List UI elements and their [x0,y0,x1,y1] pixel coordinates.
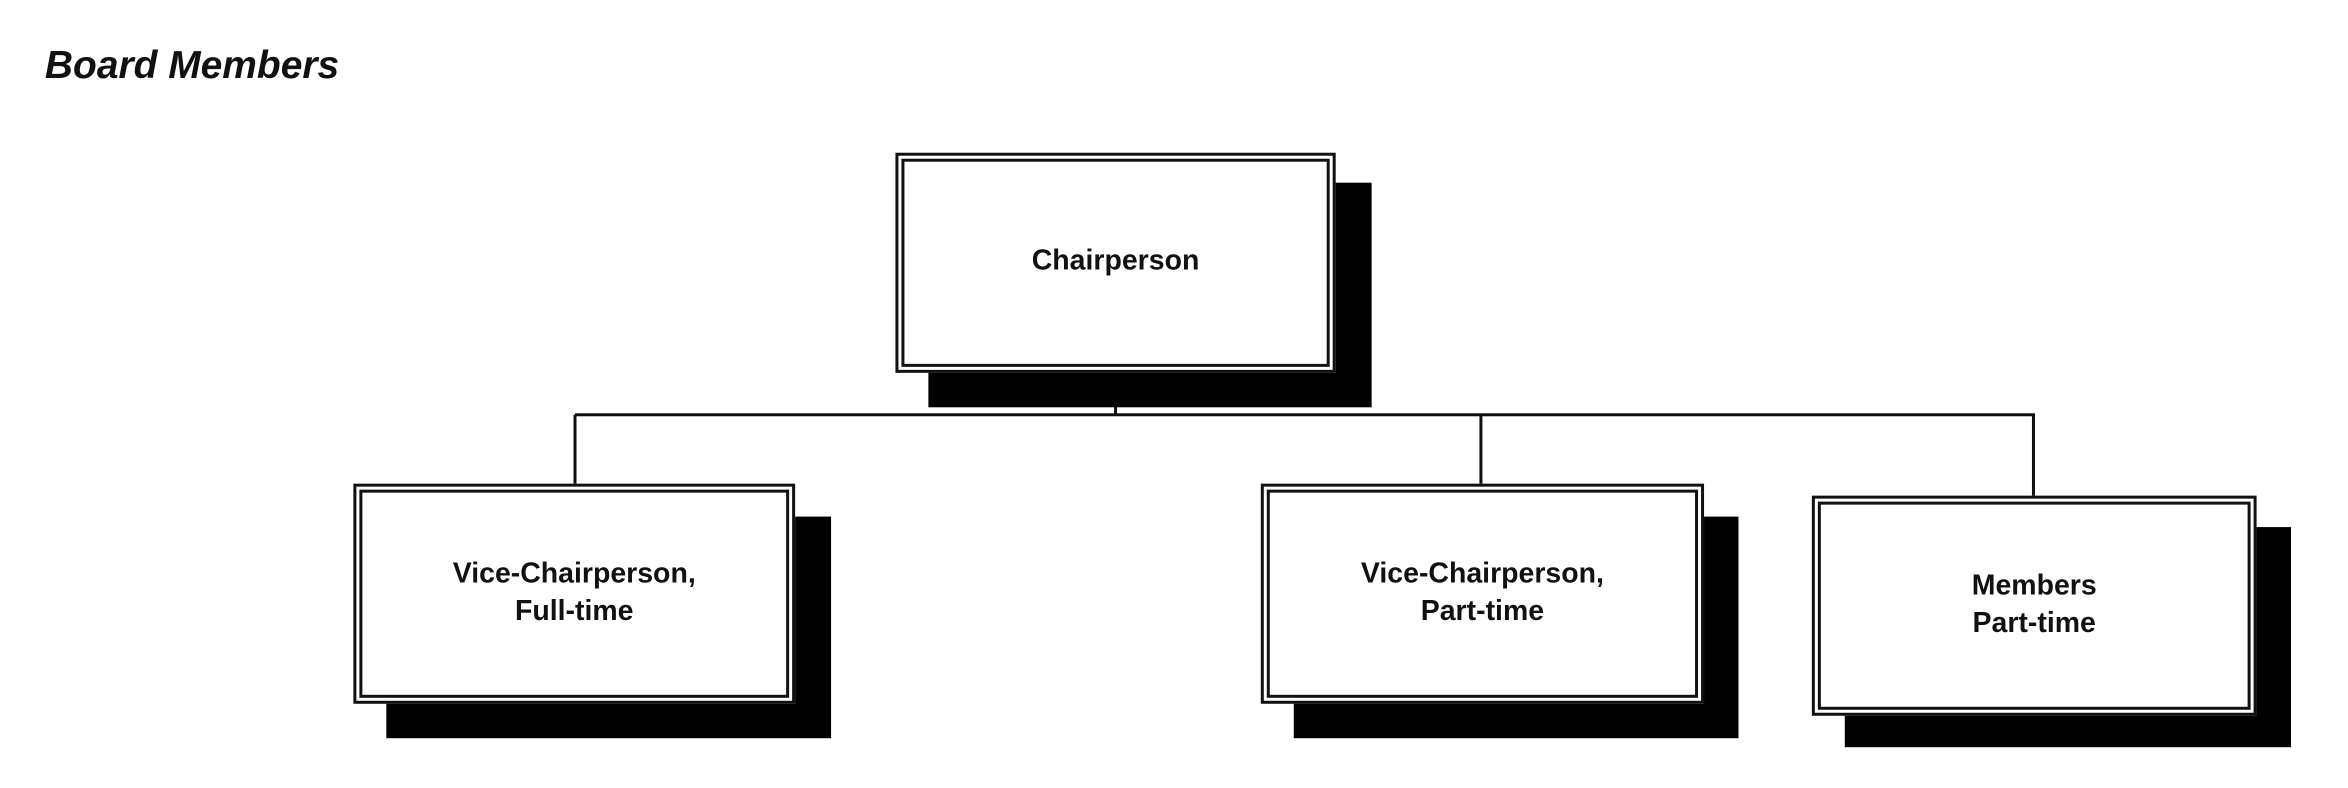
node-label: Vice-Chairperson, [452,558,696,590]
node-label: Members [1971,570,2097,602]
connector-child-1 [573,414,577,486]
node-label: Chairperson [1031,245,1200,278]
node-chairperson: Chairperson [895,152,1336,373]
connector-horizontal [575,413,2035,417]
page-title: Board Members [44,41,340,87]
node-label: Part-time [1420,595,1545,627]
connector-child-2 [1479,414,1483,486]
node-label: Part-time [1972,607,2096,639]
node-label: Full-time [514,595,634,627]
node-vice-chairperson-full-time: Vice-Chairperson, Full-time [353,483,796,704]
connector-child-3 [2031,414,2035,498]
node-vice-chairperson-part-time: Vice-Chairperson, Part-time [1260,483,1705,704]
node-label: Vice-Chairperson, [1360,558,1604,590]
